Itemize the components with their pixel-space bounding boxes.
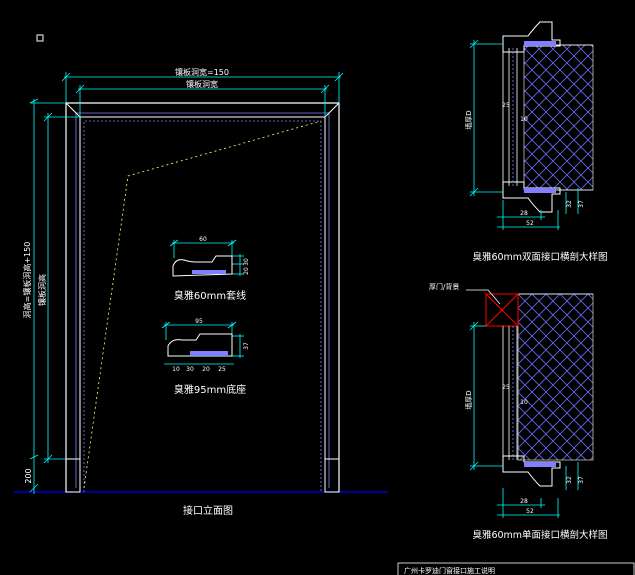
detail-top-dim-37: 37 [578, 200, 585, 208]
profile-2-caption: 臭雅95mm底座 [174, 383, 246, 396]
profile-2-dim-b1: 30 [186, 366, 194, 373]
door-frame-inner [79, 116, 326, 492]
footer-note-text: 广州卡罗迪门窗接口施工说明 [404, 566, 495, 575]
moulding-top-lower [502, 181, 561, 213]
top-dim-outer-text: 镶板洞宽=150 [175, 67, 229, 77]
callout-box [485, 293, 519, 327]
plinth-left [65, 458, 81, 493]
left-dim-inner-text: 镶板洞高 [37, 274, 47, 306]
profile-1-shape [172, 255, 233, 277]
callout-text: 厚门/背景 [429, 282, 459, 291]
detail-bottom-dim-25: 25 [502, 384, 510, 391]
footer-note: 广州卡罗迪门窗接口施工说明 [397, 562, 635, 575]
detail-bottom-wall-label: 墙厚D [464, 390, 473, 409]
detail-double-sided: 墙厚D 25 10 28 52 32 37 臭雅60mm双面接口横剖大样图 [464, 21, 608, 263]
plinth-right [324, 458, 340, 493]
detail-top-dim-32: 32 [566, 200, 573, 208]
profile-2-dim-b3: 25 [218, 366, 226, 373]
top-dimension [61, 72, 344, 117]
moulding-top-upper [502, 21, 561, 53]
detail-bottom-dim-10: 10 [520, 399, 528, 406]
door-swing-line [83, 120, 322, 489]
left-dimension [29, 98, 80, 494]
profile-1-caption: 臭雅60mm套线 [174, 289, 246, 302]
profile-2-shape [167, 333, 233, 357]
profile-2-dim-top: 95 [195, 318, 203, 325]
profile-1-dim-b: 20 [243, 267, 250, 275]
elevation-title: 接口立面图 [183, 504, 233, 517]
door-elevation: 镶板洞宽=150 镶板洞宽 洞高=镶板洞高+150 镶板洞高 200 接口立面图 [14, 67, 388, 517]
profile-1-dim-top: 60 [199, 236, 207, 243]
left-dim-outer-text: 洞高=镶板洞高+150 [22, 242, 32, 319]
detail-single-sided: 厚门/背景 墙厚D 25 10 28 52 [429, 282, 608, 541]
detail-top-dim-10: 10 [520, 116, 528, 123]
profile-2-dim-b0: 10 [172, 366, 180, 373]
base-dim-text: 200 [24, 468, 33, 483]
detail-top-dim-25: 25 [502, 102, 510, 109]
top-dim-inner-text: 镶板洞宽 [186, 79, 218, 89]
moulding-bottom-lower [502, 455, 561, 487]
detail-top-dim-52: 52 [526, 220, 534, 227]
profile-2-dim-side: 37 [243, 342, 250, 350]
detail-bottom-dim-37: 37 [578, 476, 585, 484]
detail-bottom-caption: 臭雅60mm单面接口横剖大样图 [472, 529, 607, 541]
detail-bottom-dim-28: 28 [520, 498, 528, 505]
ucs-marker [36, 34, 44, 42]
door-frame-outer [65, 102, 340, 492]
profile-95mm-base: 95 10 30 20 25 37 臭雅95mm底座 [161, 318, 250, 396]
detail-top-wall-label: 墙厚D [464, 110, 473, 129]
wall-hatch-top [523, 44, 594, 191]
profile-2-dim-b2: 20 [202, 366, 210, 373]
profile-1-dim-a: 30 [243, 258, 250, 266]
detail-bottom-dim-52: 52 [526, 508, 534, 515]
profile-60mm-casing: 60 30 20 臭雅60mm套线 [169, 236, 250, 302]
detail-bottom-dim-32: 32 [566, 476, 573, 484]
detail-top-dim-28: 28 [520, 210, 528, 217]
detail-top-caption: 臭雅60mm双面接口横剖大样图 [472, 251, 607, 263]
wall-hatch-bottom [517, 293, 594, 461]
